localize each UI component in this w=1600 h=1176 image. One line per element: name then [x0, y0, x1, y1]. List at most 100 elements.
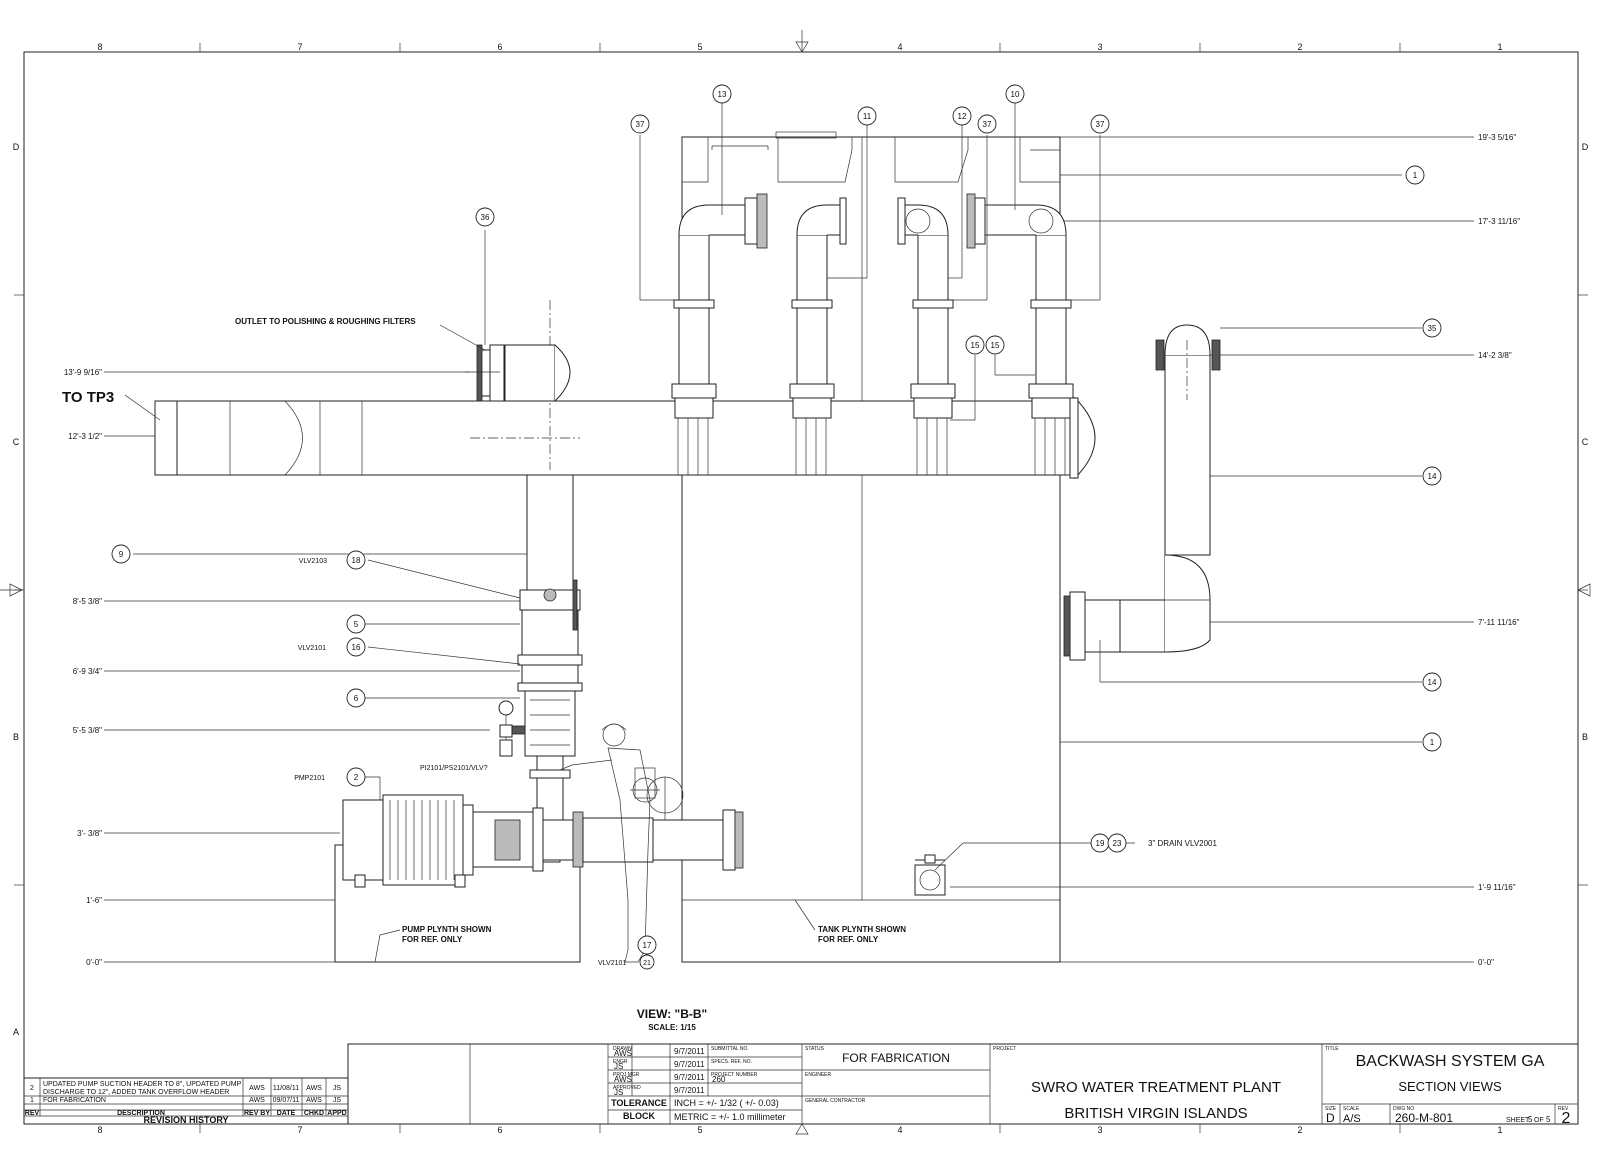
tb-status-label: STATUS — [805, 1046, 825, 1052]
revision-history-title: REVISION HISTORY — [143, 1115, 228, 1125]
label-pump-plynth-1: PUMP PLYNTH SHOWN — [402, 925, 492, 934]
tb-engr-date: 9/7/2011 — [674, 1060, 705, 1069]
tb-mgr-label: PROJ MGR — [613, 1072, 640, 1078]
revision-history: 2 UPDATED PUMP SUCTION HEADER TO 8", UPD… — [23, 1077, 349, 1125]
tb-engr: JS — [614, 1062, 623, 1071]
overflow-pipe — [1063, 324, 1221, 661]
col-bot-3: 3 — [1097, 1125, 1102, 1135]
row-right-c: C — [1582, 437, 1589, 447]
callout-6: 6 — [354, 694, 359, 703]
tb-engr-label: ENGR — [613, 1059, 628, 1065]
label-pi2101: PI2101/PS2101/VLV? — [420, 765, 488, 772]
tb-projnum: 260 — [712, 1075, 726, 1084]
label-outlet: OUTLET TO POLISHING & ROUGHING FILTERS — [235, 317, 416, 326]
callout-5: 5 — [354, 620, 359, 629]
tb-contractor-label: GENERAL CONTRACTOR — [805, 1098, 866, 1104]
tb-drawn-label: DRAWN — [613, 1046, 632, 1052]
elev-1-9: 1'-9 11/16" — [1478, 883, 1516, 892]
view-scale: SCALE: 1/15 — [648, 1023, 696, 1032]
elevation-labels-left: 13'-9 9/16" 12'-3 1/2" 8'-5 3/8" 6'-9 3/… — [64, 368, 102, 967]
callout-17: 17 — [643, 941, 652, 950]
callout-16: 16 — [352, 643, 361, 652]
callout-15a: 15 — [971, 341, 980, 350]
tb-sheet-label: SHEET — [1506, 1117, 1530, 1124]
tb-sheet: 5 — [1528, 1115, 1533, 1124]
tb-drawn-date: 9/7/2011 — [674, 1047, 705, 1056]
rev2-appd: JS — [333, 1085, 342, 1092]
tb-tolerance-2: BLOCK — [623, 1111, 655, 1121]
callout-bubbles: 36 37 13 11 12 37 10 37 1 35 15 15 14 14… — [111, 84, 1442, 970]
tb-scale: A/S — [1343, 1113, 1361, 1125]
callout-37b: 37 — [983, 120, 992, 129]
elev-8-5: 8'-5 3/8" — [73, 597, 102, 606]
elev-13-9: 13'-9 9/16" — [64, 368, 102, 377]
callout-21: 21 — [643, 960, 651, 967]
elevation-lines-left — [104, 371, 520, 963]
elevation-labels-right: 19'-3 5/16" 17'-3 11/16" 14'-2 3/8" 7'-1… — [1478, 133, 1520, 967]
col-top-8: 8 — [97, 42, 102, 52]
tb-scale-label: SCALE — [1343, 1106, 1360, 1112]
label-tank-plynth-1: TANK PLYNTH SHOWN — [818, 925, 906, 934]
col-top-7: 7 — [297, 42, 302, 52]
label-vlv2101: VLV2101 — [298, 645, 326, 652]
label-vlv2101b: VLV2101 — [598, 960, 626, 967]
tb-rev: 2 — [1562, 1110, 1571, 1127]
tb-sheet-total: 5 — [1546, 1115, 1551, 1124]
label-drain: 3" DRAIN VLV2001 — [1148, 839, 1218, 848]
callout-14b: 14 — [1428, 678, 1437, 687]
view-title: VIEW: "B-B" — [637, 1007, 708, 1021]
tb-appr-date: 9/7/2011 — [674, 1086, 705, 1095]
col-bot-1: 1 — [1497, 1125, 1502, 1135]
elev-1-6: 1'-6" — [86, 896, 102, 905]
callout-13: 13 — [718, 90, 727, 99]
callout-1a: 1 — [1413, 171, 1418, 180]
outlet-elbow — [465, 344, 571, 402]
label-pump-plynth-2: FOR REF. ONLY — [402, 935, 463, 944]
tb-title-2: SECTION VIEWS — [1398, 1079, 1502, 1094]
callout-11: 11 — [863, 112, 872, 121]
tb-appr-label: APPROVED — [613, 1085, 641, 1091]
tb-project-label: PROJECT — [993, 1046, 1016, 1052]
rev-header-chkd: CHKD — [304, 1110, 324, 1117]
elev-17-3: 17'-3 11/16" — [1478, 217, 1520, 226]
callout-12: 12 — [958, 112, 967, 121]
tb-dwg: 260-M-801 — [1395, 1111, 1453, 1125]
col-top-4: 4 — [897, 42, 902, 52]
col-top-3: 3 — [1097, 42, 1102, 52]
callout-18: 18 — [352, 556, 361, 565]
rev-header-by: REV BY — [244, 1110, 270, 1117]
elev-0-0-right: 0'-0" — [1478, 958, 1494, 967]
pressure-gauge — [498, 700, 526, 757]
callout-10: 10 — [1011, 90, 1020, 99]
row-left-d: D — [13, 142, 20, 152]
tb-of-label: OF — [1534, 1117, 1544, 1124]
column-markers: 8 7 6 5 4 3 2 1 8 7 6 5 4 3 2 1 D C B A … — [13, 42, 1589, 1135]
col-bot-6: 6 — [497, 1125, 502, 1135]
col-bot-7: 7 — [297, 1125, 302, 1135]
col-bot-2: 2 — [1297, 1125, 1302, 1135]
tb-drawn: AWS — [614, 1049, 632, 1058]
tb-mgr: AWS — [614, 1075, 632, 1084]
pump-assembly — [334, 776, 744, 963]
col-top-2: 2 — [1297, 42, 1302, 52]
col-bot-8: 8 — [97, 1125, 102, 1135]
elev-5-5: 5'-5 3/8" — [73, 726, 102, 735]
callout-19: 19 — [1096, 839, 1105, 848]
tb-rev-label: REV — [1558, 1106, 1569, 1112]
elevation-lines-right — [950, 136, 1474, 963]
callout-37c: 37 — [1096, 120, 1105, 129]
callout-23: 23 — [1113, 839, 1122, 848]
label-tank-plynth-2: FOR REF. ONLY — [818, 935, 879, 944]
pump-discharge-vertical — [517, 474, 583, 863]
tb-submittal-label: SUBMITTAL NO. — [711, 1046, 749, 1052]
tb-tolerance-1: TOLERANCE — [611, 1098, 667, 1108]
filter-pipes — [671, 193, 1074, 475]
elev-6-9: 6'-9 3/4" — [73, 667, 102, 676]
title-block: DRAWN AWS 9/7/2011 ENGR JS 9/7/2011 PROJ… — [347, 1043, 1579, 1127]
label-pmp2101: PMP2101 — [294, 775, 325, 782]
label-to-tp3: TO TP3 — [62, 389, 114, 406]
row-right-d: D — [1582, 142, 1589, 152]
elev-0-0-left: 0'-0" — [86, 958, 102, 967]
tb-title-label: TITLE — [1325, 1046, 1339, 1052]
